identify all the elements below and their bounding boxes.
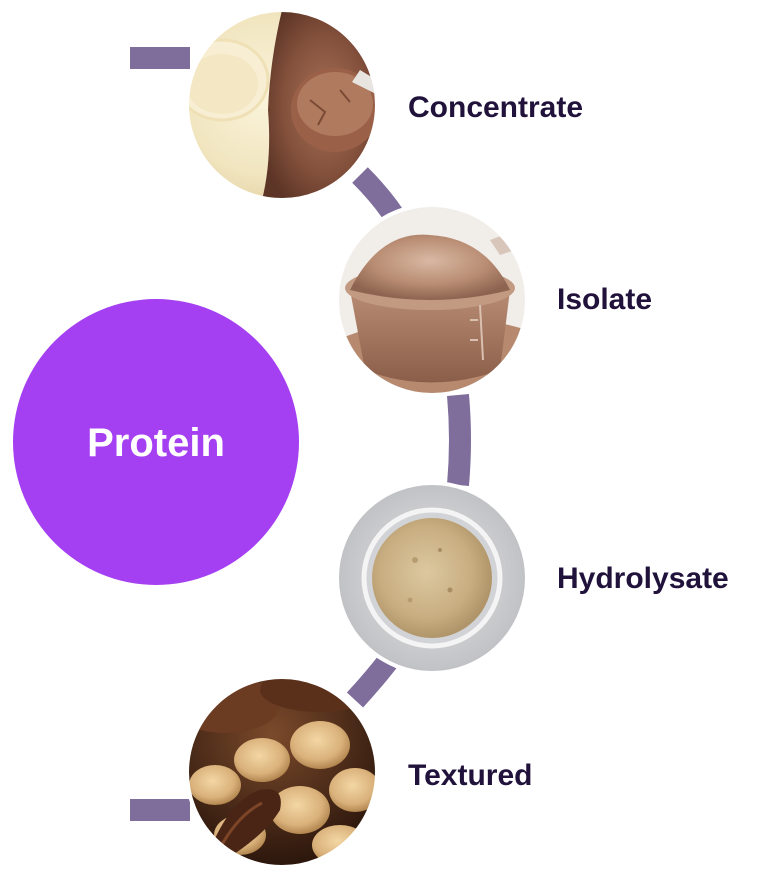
concentrate-label: Concentrate — [408, 91, 583, 124]
item-concentrate: Concentrate — [176, 10, 583, 200]
item-hydrolysate: Hydrolysate — [337, 483, 729, 673]
center-label: Protein — [87, 421, 225, 465]
center-node: Protein — [13, 299, 299, 585]
item-textured: Textured — [170, 668, 532, 867]
item-isolate: Isolate — [337, 205, 652, 395]
concentrate-image — [176, 10, 385, 200]
textured-label: Textured — [408, 759, 532, 792]
hydrolysate-label: Hydrolysate — [557, 562, 729, 595]
isolate-label: Isolate — [557, 283, 652, 316]
connector-arc-2-3 — [458, 395, 460, 485]
